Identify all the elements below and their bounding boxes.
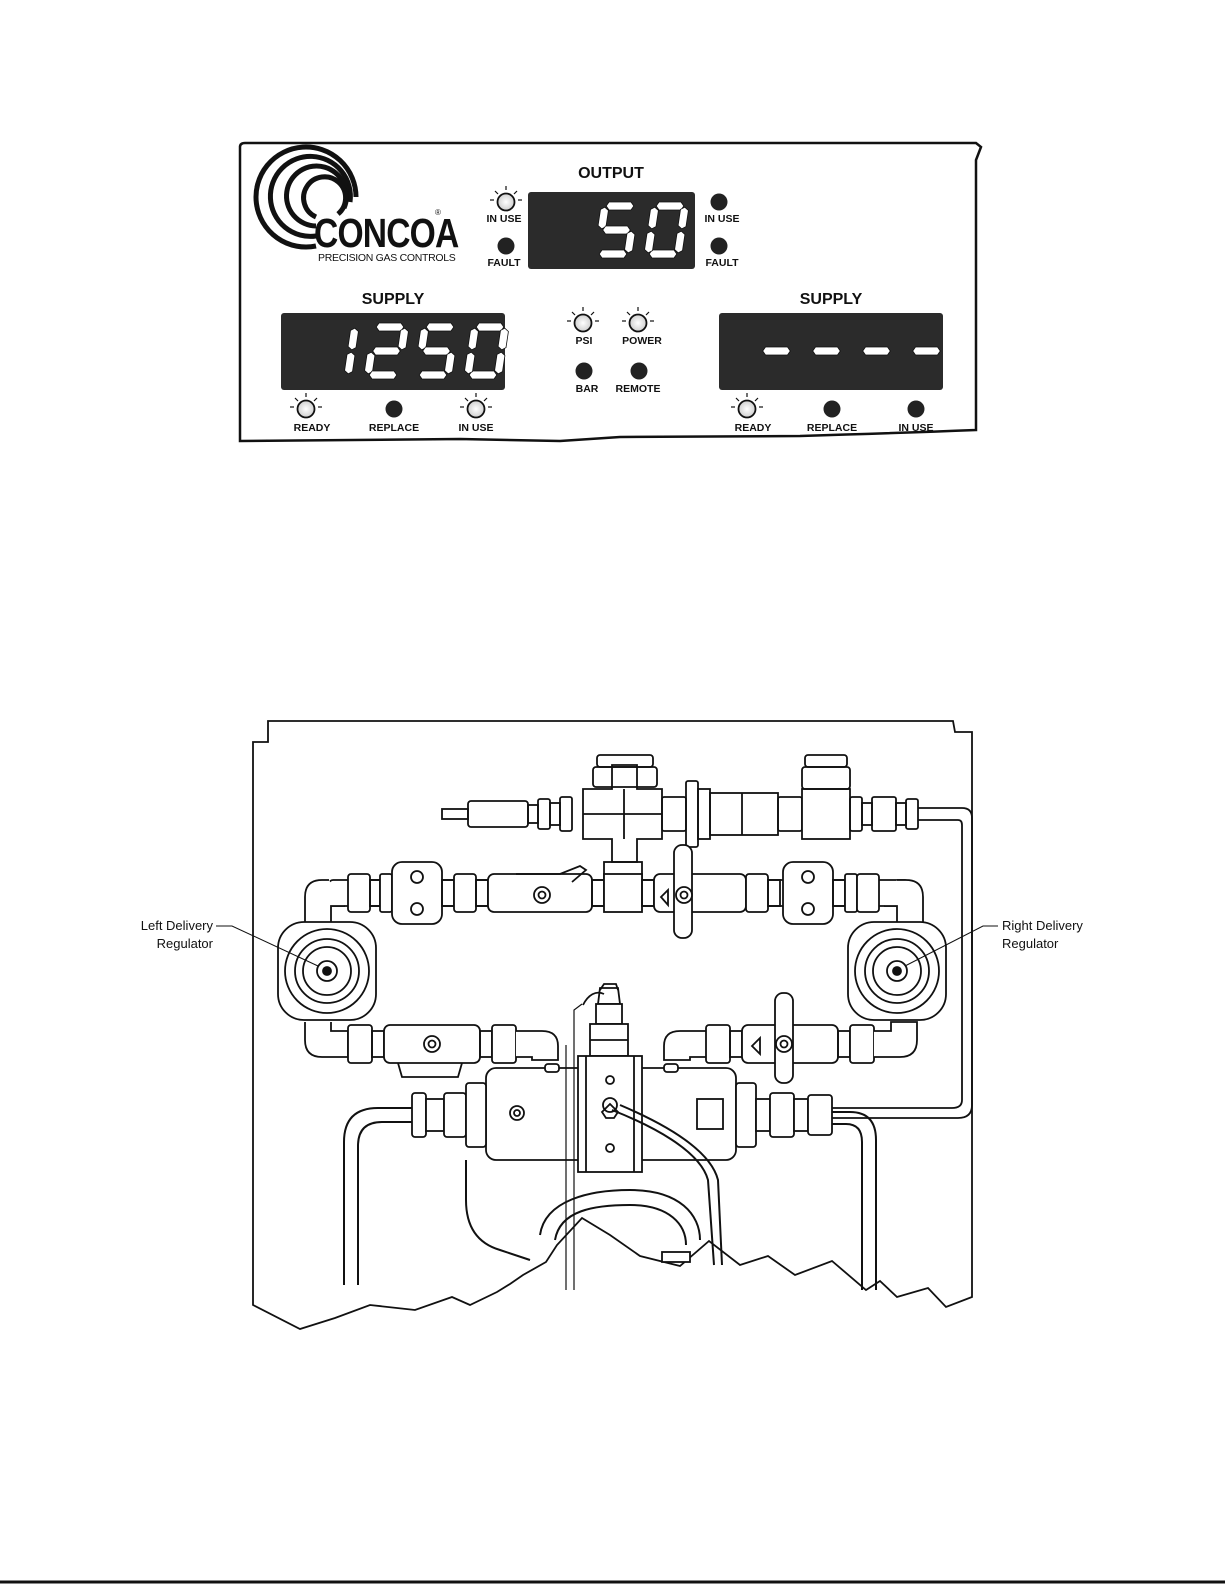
supply-left-digit-1-seg-d <box>369 371 397 379</box>
output-left-fault-label: FAULT <box>487 257 521 269</box>
bar-led <box>576 363 593 380</box>
supply-right-inuse-label: IN USE <box>898 422 933 434</box>
center-tee <box>604 874 642 912</box>
output-title: OUTPUT <box>578 165 644 182</box>
supply-right-digit-2 <box>863 347 891 355</box>
supply-right-inuse-led <box>908 401 925 418</box>
output-right-inuse-led <box>711 194 728 211</box>
supply-right-title: SUPPLY <box>800 291 863 308</box>
output-left-fault-led <box>498 238 515 255</box>
supply-right-digit-0-seg-g <box>763 347 791 355</box>
supply-left-inuse-label: IN USE <box>458 422 493 434</box>
left-delivery-regulator <box>278 922 376 1020</box>
remote-led <box>631 363 648 380</box>
supply-left-ready-label: READY <box>294 422 331 434</box>
supply-left-digit-1-seg-g <box>373 347 401 355</box>
supply-right-digit-3 <box>913 347 941 355</box>
psi-label: PSI <box>576 335 593 347</box>
supply-right-digit-0 <box>763 347 791 355</box>
right-callout-line1: Right Delivery <box>1002 918 1083 933</box>
right-delivery-regulator <box>848 922 946 1020</box>
control-panel: CONCOA ® PRECISION GAS CONTROLS OUTPUT I… <box>240 143 981 441</box>
supply-left-digit-2-seg-a <box>426 323 454 331</box>
bar-label: BAR <box>576 383 599 395</box>
output-digit-0-seg-g <box>603 226 631 234</box>
output-right-fault-label: FAULT <box>705 257 739 269</box>
left-callout-line2: Regulator <box>157 936 214 951</box>
output-right-inuse-label: IN USE <box>704 213 739 225</box>
remote-label: REMOTE <box>616 383 661 395</box>
supply-left-replace-led <box>386 401 403 418</box>
changeover-manifold <box>486 1056 736 1172</box>
output-digit-0-seg-a <box>606 202 634 210</box>
output-digit-0-seg-d <box>599 250 627 258</box>
supply-right-digit-2-seg-g <box>863 347 891 355</box>
output-digit-1-seg-a <box>656 202 684 210</box>
supply-left-digit-2 <box>418 323 455 379</box>
supply-right-replace-led <box>824 401 841 418</box>
supply-left-title: SUPPLY <box>362 291 425 308</box>
supply-left-replace-label: REPLACE <box>369 422 419 434</box>
tee-fitting <box>802 755 850 839</box>
output-digit-1-seg-d <box>649 250 677 258</box>
supply-left-digit-3-seg-d <box>469 371 497 379</box>
supply-right-digit-1 <box>813 347 841 355</box>
supply-right-ready-label: READY <box>735 422 772 434</box>
output-left-inuse-label: IN USE <box>486 213 521 225</box>
supply-right-digit-1-seg-g <box>813 347 841 355</box>
supply-left-digit-2-seg-d <box>419 371 447 379</box>
supply-left-digit-3-seg-a <box>476 323 504 331</box>
supply-right-digit-3-seg-g <box>913 347 941 355</box>
power-label: POWER <box>622 335 662 347</box>
supply-left-digit-1-seg-a <box>376 323 404 331</box>
registered-mark: ® <box>435 208 441 217</box>
right-callout-line2: Regulator <box>1002 936 1059 951</box>
supply-left-digit-2-seg-g <box>423 347 451 355</box>
plumbing-diagram <box>253 721 972 1329</box>
output-right-fault-led <box>711 238 728 255</box>
brand-tagline: PRECISION GAS CONTROLS <box>318 252 456 264</box>
supply-right-replace-label: REPLACE <box>807 422 857 434</box>
left-callout-line1: Left Delivery <box>141 918 214 933</box>
output-digit-0 <box>598 202 635 258</box>
